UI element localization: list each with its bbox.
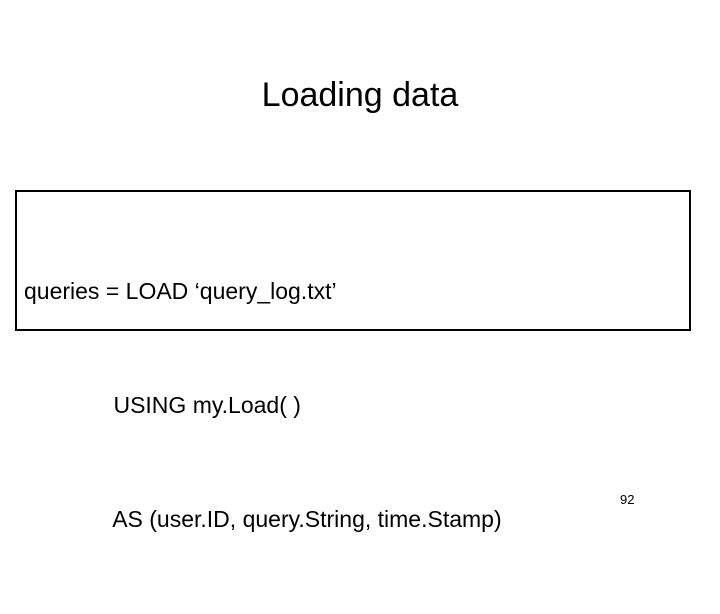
code-block: queries = LOAD ‘query_log.txt’ USING my.… bbox=[15, 190, 691, 532]
page-number: 92 bbox=[620, 492, 635, 507]
code-block-text: queries = LOAD ‘query_log.txt’ USING my.… bbox=[24, 196, 689, 614]
slide: Loading data queries = LOAD ‘query_log.t… bbox=[15, 76, 691, 532]
code-line-3: AS (user.ID, query.String, time.Stamp) bbox=[24, 506, 502, 532]
code-line-1: queries = LOAD ‘query_log.txt’ bbox=[24, 278, 337, 304]
page-title: Loading data bbox=[261, 76, 459, 114]
code-line-2: USING my.Load( ) bbox=[24, 392, 301, 418]
